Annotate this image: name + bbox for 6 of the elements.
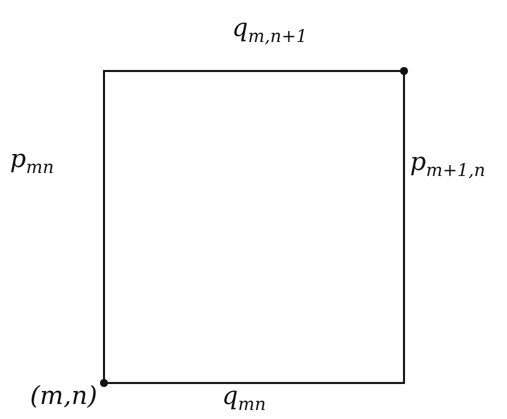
square <box>103 70 405 384</box>
math-label: q$_{m,n+1}$ <box>232 14 308 48</box>
math-label: q$_{mn}$ <box>222 382 266 416</box>
math-label: (m,n) <box>30 382 98 410</box>
math-label: p$_{mn}$ <box>10 145 54 178</box>
math-label: p$_{m+1,n}$ <box>410 148 486 182</box>
